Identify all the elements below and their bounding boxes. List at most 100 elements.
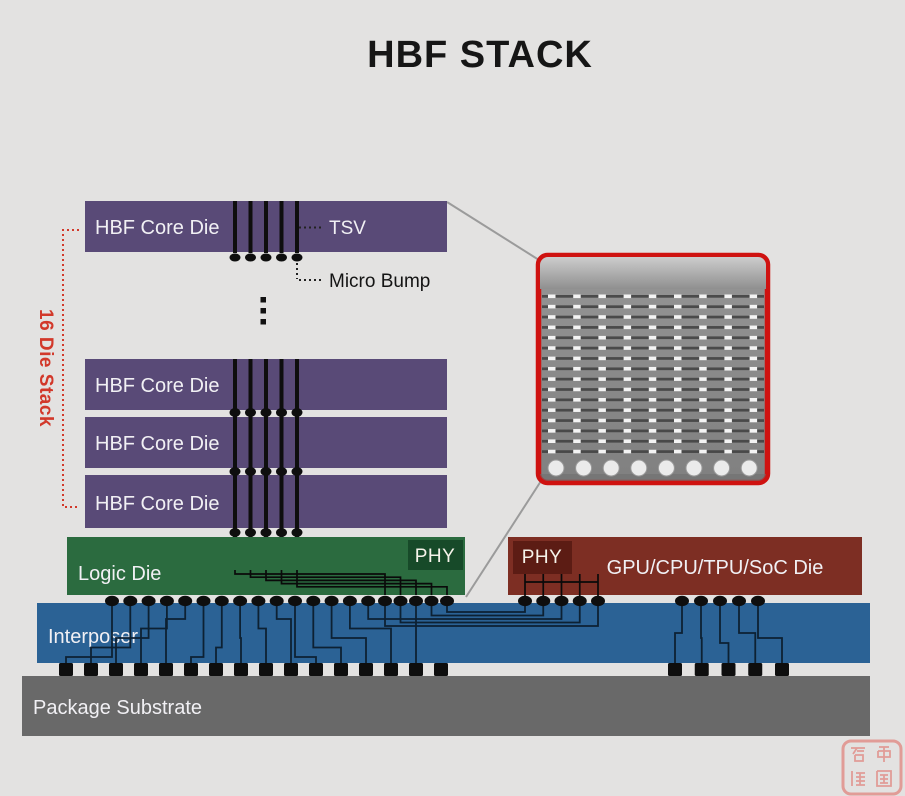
phy-link-trace [399, 604, 581, 624]
sem-micro-bump [699, 315, 707, 319]
sem-micro-bump [598, 346, 606, 350]
sem-solder-ball [575, 459, 593, 477]
sem-micro-bump [648, 408, 657, 412]
micro-bump [229, 253, 241, 262]
micro-bump [245, 253, 256, 262]
interposer-trace [275, 603, 292, 663]
interposer-trace [719, 604, 730, 663]
micro-bump [424, 595, 439, 607]
interposer-trace [312, 603, 342, 663]
interposer-trace [349, 603, 392, 663]
sem-solder-ball [713, 459, 731, 477]
sem-micro-bump [623, 356, 632, 361]
c4-bump [234, 663, 248, 676]
c4-bump [409, 663, 423, 676]
micro-bump [245, 467, 256, 476]
sem-micro-bump [749, 408, 758, 412]
sem-micro-bump [724, 449, 732, 454]
sem-solder-ball [685, 459, 703, 477]
sem-micro-bump [573, 356, 581, 361]
sem-micro-bump [548, 418, 556, 423]
logic-die-label: Logic Die [78, 563, 161, 585]
sem-micro-bump [648, 429, 657, 433]
die-stack-count-label: 16 Die Stack [35, 309, 56, 427]
c4-bump [134, 663, 148, 676]
tsv-annotation: TSV [299, 218, 366, 239]
watermark-glyph [851, 771, 865, 786]
interposer-trace [215, 603, 223, 663]
c4-bump [359, 663, 373, 676]
micro-bump [440, 595, 454, 607]
sem-micro-bump [724, 398, 732, 402]
sem-micro-bump [674, 335, 682, 340]
sem-micro-bump [724, 315, 732, 319]
micro-bump [123, 595, 138, 607]
micro-bump [288, 595, 302, 607]
logic-die-trace [296, 570, 448, 595]
sem-micro-bump [674, 315, 682, 319]
sem-micro-bump [548, 315, 556, 319]
interposer-trace [367, 603, 417, 663]
sem-micro-bump [598, 335, 606, 340]
micro-bump [178, 595, 193, 607]
c4-bump [209, 663, 223, 676]
micro-bump [306, 595, 321, 607]
interposer-trace [757, 604, 783, 663]
sem-micro-bump [724, 366, 732, 371]
sem-micro-bump [573, 325, 581, 330]
sem-solder-ball [630, 459, 648, 477]
micro-bump [291, 467, 303, 476]
sem-micro-bump [598, 449, 606, 454]
tsv-lines [229, 201, 303, 571]
sem-micro-bump [724, 356, 732, 361]
micro-bump [260, 408, 272, 417]
phy-link-trace [430, 604, 545, 617]
sem-micro-bump [724, 304, 732, 309]
sem-micro-bump [674, 439, 682, 443]
page-title: HBF STACK [367, 34, 593, 76]
sem-solder-ball [547, 459, 565, 477]
watermark-seal: 中國存儲 [841, 739, 903, 796]
soc-phy-label: PHY [522, 547, 563, 568]
interposer-trace [165, 603, 187, 663]
bump-rows [59, 595, 789, 676]
sem-micro-bump [648, 346, 657, 350]
sem-micro-bump [749, 335, 758, 340]
die-routing [234, 570, 599, 598]
sem-micro-bump [573, 377, 581, 381]
sem-micro-bump [724, 408, 732, 412]
phy-link-trace [415, 604, 563, 620]
sem-micro-bump [598, 304, 606, 309]
core-die-label: HBF Core Die [95, 375, 219, 397]
sem-micro-bump [598, 408, 606, 412]
c4-bump [84, 663, 98, 676]
c4-bump [284, 663, 298, 676]
interposer-trace [190, 603, 205, 663]
sem-micro-bump [598, 356, 606, 361]
micro-bump [378, 595, 392, 607]
sem-micro-bump [749, 429, 758, 433]
micro-bump [251, 595, 266, 607]
sem-micro-bump [623, 346, 632, 350]
sem-micro-bump [598, 366, 606, 371]
sem-micro-bump [749, 356, 758, 361]
sem-micro-bump [648, 304, 657, 309]
micro-bump [229, 467, 241, 476]
micro-bump [276, 408, 287, 417]
sem-micro-bump [573, 315, 581, 319]
sem-micro-bump [623, 315, 632, 319]
sem-micro-bump [573, 335, 581, 340]
sem-micro-bump [648, 398, 657, 402]
micro-bump [518, 595, 532, 607]
sem-micro-bump [623, 429, 632, 433]
sem-micro-bump [674, 356, 682, 361]
sem-micro-bump [699, 356, 707, 361]
micro-bump [214, 595, 229, 607]
tsv-label: TSV [329, 218, 366, 239]
package-substrate: Package Substrate [22, 676, 870, 736]
interposer-traces [65, 603, 783, 663]
sem-micro-bump [724, 294, 732, 299]
c4-bump [184, 663, 198, 676]
